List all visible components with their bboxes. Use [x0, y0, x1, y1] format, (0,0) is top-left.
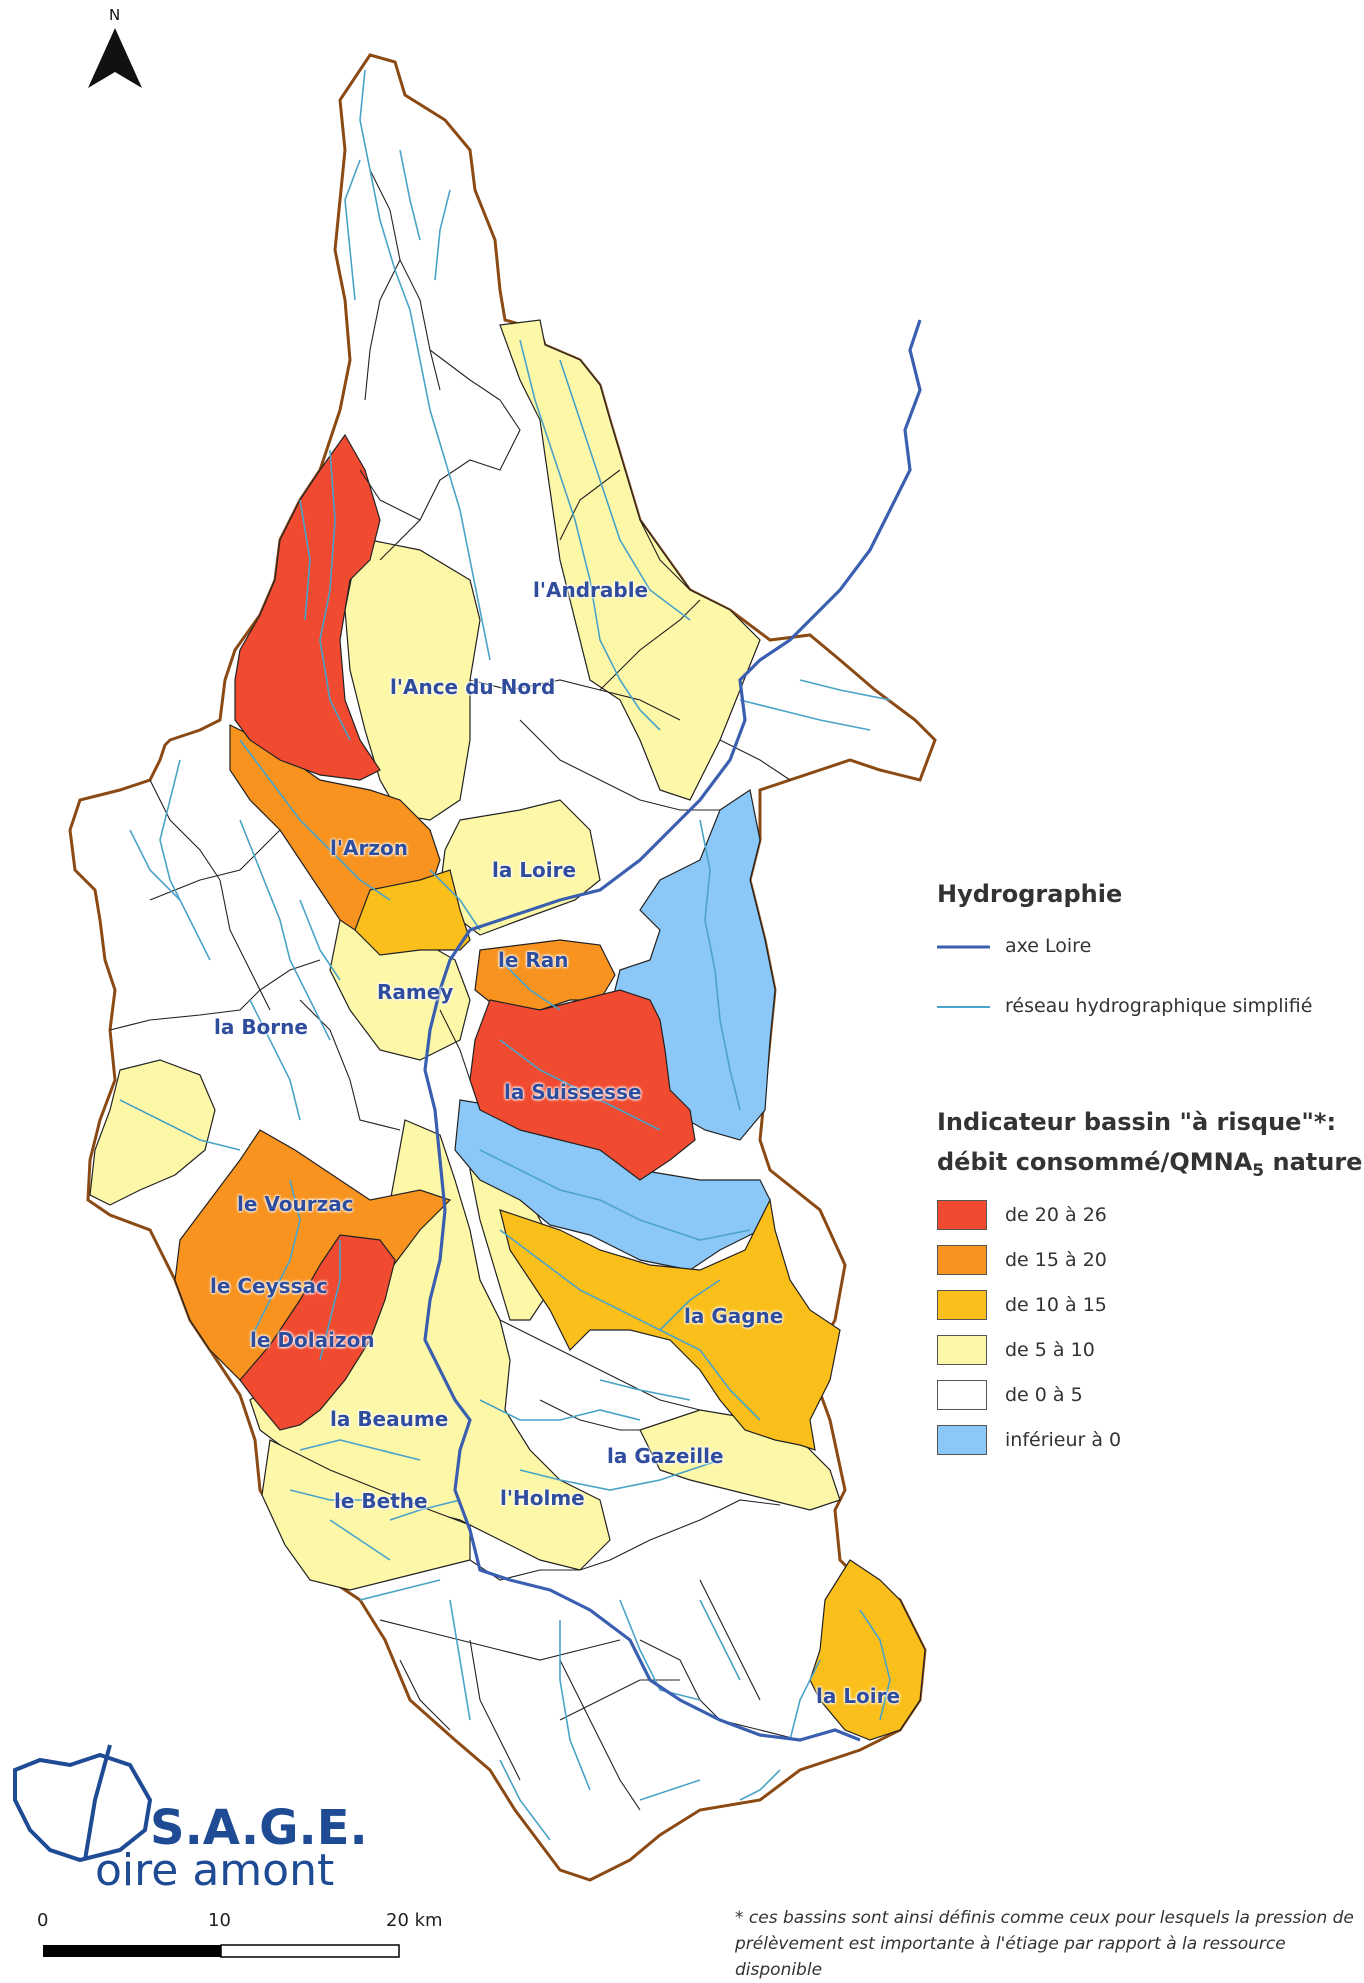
- legend-indicator-title-post: naturel: [1264, 1148, 1364, 1176]
- class-10-15-areas: [354, 869, 926, 1741]
- legend-axe-loire-label: axe Loire: [1005, 935, 1092, 957]
- basin-label-dolaizon: le Dolaizon: [250, 1328, 375, 1352]
- legend-stream-label: réseau hydrographique simplifié: [1005, 995, 1313, 1017]
- legend-swatch-15-20: [937, 1245, 987, 1275]
- basin-label-gazeille: la Gazeille: [607, 1444, 724, 1468]
- legend-class-label: inférieur à 0: [1005, 1429, 1122, 1451]
- basin-label-ance-du-nord: l'Ance du Nord: [390, 675, 556, 699]
- sage-logo-icon: [13, 1744, 153, 1863]
- basin-label-beaume: la Beaume: [330, 1407, 449, 1431]
- legend-class-label: de 5 à 10: [1005, 1339, 1095, 1361]
- legend-swatch-5-10: [937, 1335, 987, 1365]
- basin-label-vourzac: le Vourzac: [237, 1192, 354, 1216]
- scale-bar: [43, 1944, 400, 1958]
- stream-network: [119, 69, 891, 1841]
- legend-class-label: de 15 à 20: [1005, 1249, 1107, 1271]
- basin-label-bethe: le Bethe: [334, 1489, 428, 1513]
- sage-logo-line2: oire amont: [95, 1845, 335, 1896]
- north-label: N: [109, 6, 121, 24]
- class-20-26-areas: [234, 433, 696, 1431]
- basin-label-borne: la Borne: [214, 1015, 308, 1039]
- scale-tick-10: 10: [208, 1910, 231, 1931]
- basin-label-gagne: la Gagne: [684, 1304, 784, 1328]
- basin-label-ramey: Ramey: [377, 980, 454, 1004]
- basin-label-loire-north: la Loire: [492, 858, 577, 882]
- basin-label-arzon: l'Arzon: [330, 836, 408, 860]
- legend-class-label: de 20 à 26: [1005, 1204, 1107, 1226]
- north-arrow-icon: [88, 28, 142, 88]
- legend-hydro-title: Hydrographie: [937, 880, 1123, 908]
- basin-label-ceyssac: le Ceyssac: [210, 1274, 328, 1298]
- basin-label-suissesse: la Suissesse: [504, 1080, 642, 1104]
- scale-tick-0: 0: [37, 1910, 49, 1931]
- legend-indicator-title-line2: débit consommé/QMNA5 naturel: [937, 1148, 1364, 1181]
- legend-indicator-title-pre: débit consommé/QMNA: [937, 1148, 1253, 1176]
- legend-indicator-title-line1: Indicateur bassin "à risque"*:: [937, 1108, 1337, 1136]
- scale-tick-20: 20 km: [386, 1910, 443, 1931]
- sage-logo-line1: S.A.G.E.: [150, 1800, 368, 1856]
- legend-indicator-title-sub: 5: [1252, 1160, 1265, 1181]
- legend-swatch-0-5: [937, 1380, 987, 1410]
- basin-label-holme: l'Holme: [500, 1486, 585, 1510]
- legend-swatch-10-15: [937, 1290, 987, 1320]
- legend-swatch-below-0: [937, 1425, 987, 1455]
- legend-class-label: de 0 à 5: [1005, 1384, 1083, 1406]
- loire-axis-line: [423, 319, 922, 1742]
- footnote: * ces bassins sont ainsi définis comme c…: [735, 1908, 1354, 1980]
- legend-swatch-20-26: [937, 1200, 987, 1230]
- basin-label-loire-south: la Loire: [816, 1684, 901, 1708]
- basin-label-andrable: l'Andrable: [533, 578, 649, 602]
- legend-class-label: de 10 à 15: [1005, 1294, 1107, 1316]
- basin-label-ran: le Ran: [498, 948, 569, 972]
